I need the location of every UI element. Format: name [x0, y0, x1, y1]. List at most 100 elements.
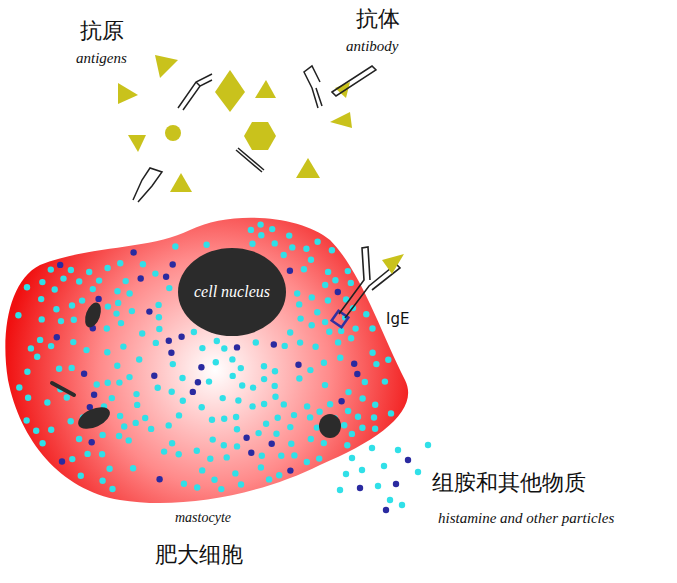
granules: [15, 221, 394, 492]
granule: [261, 376, 267, 382]
granule: [291, 412, 297, 418]
granule: [288, 441, 294, 447]
granule: [133, 420, 139, 426]
antigen: [382, 254, 404, 274]
mast-cell-body: [5, 218, 408, 503]
granule: [152, 270, 158, 276]
granule: [129, 308, 135, 314]
granule: [116, 433, 122, 439]
granule: [388, 410, 394, 416]
granule: [213, 359, 219, 365]
granule: [24, 369, 30, 375]
granule: [296, 301, 302, 307]
granule: [355, 414, 361, 420]
granule: [304, 459, 310, 465]
granule: [191, 329, 197, 335]
granule: [155, 385, 161, 391]
organelle: [75, 403, 113, 434]
granule: [294, 290, 300, 296]
granule: [130, 465, 136, 471]
granule: [120, 343, 126, 349]
granule: [48, 343, 54, 349]
granule: [272, 368, 278, 374]
granule: [126, 290, 132, 296]
granule: [316, 409, 322, 415]
granule: [235, 397, 241, 403]
granule: [104, 265, 110, 271]
granule: [70, 339, 76, 345]
antibody-label-en: antibody: [346, 38, 399, 55]
granule: [57, 262, 63, 268]
granule: [168, 350, 174, 356]
granule: [291, 452, 297, 458]
granule: [69, 365, 75, 371]
granule: [322, 319, 328, 325]
granule: [341, 422, 347, 428]
antibody-label-zh: 抗体: [356, 4, 400, 34]
granule: [166, 285, 172, 291]
granule: [338, 398, 344, 404]
granule: [126, 437, 132, 443]
granule: [39, 440, 45, 446]
granule: [272, 394, 278, 400]
granule: [194, 484, 200, 490]
granule: [148, 426, 154, 432]
granule: [153, 340, 159, 346]
granule: [345, 408, 351, 414]
antigen-label-zh: 抗原: [80, 16, 124, 46]
granule: [349, 431, 355, 437]
granule: [28, 345, 34, 351]
granule: [269, 441, 275, 447]
granule: [352, 325, 358, 331]
granule: [190, 389, 196, 395]
granule: [289, 244, 295, 250]
granule: [362, 379, 368, 385]
granule: [142, 415, 148, 421]
granule: [287, 268, 293, 274]
granule: [91, 392, 97, 398]
granule: [297, 339, 303, 345]
granule: [335, 289, 341, 295]
granule: [37, 337, 43, 343]
granule: [220, 395, 226, 401]
granule: [64, 394, 70, 400]
granule: [195, 379, 201, 385]
granule: [140, 261, 146, 267]
granule: [44, 399, 50, 405]
granule: [133, 391, 139, 397]
granule: [229, 356, 235, 362]
granule: [382, 378, 388, 384]
granule: [178, 334, 184, 340]
mast-cell: mastocyte肥大细胞cell nucleus: [0, 210, 430, 575]
granule: [78, 473, 84, 479]
granule: [68, 418, 74, 424]
granule: [234, 426, 240, 432]
granule: [230, 373, 236, 379]
granule: [169, 440, 175, 446]
granule: [81, 371, 87, 377]
granule: [238, 481, 244, 487]
granule: [16, 384, 22, 390]
granule: [39, 279, 45, 285]
granule: [181, 481, 187, 487]
granule: [156, 314, 162, 320]
granule: [199, 345, 205, 351]
granule: [84, 451, 90, 457]
granule: [166, 422, 172, 428]
granule: [106, 466, 112, 472]
granule: [308, 436, 314, 442]
granule: [239, 382, 245, 388]
granule: [335, 339, 341, 345]
granule: [69, 302, 75, 308]
granule: [99, 432, 105, 438]
granule: [295, 362, 301, 368]
organelle: [82, 300, 104, 329]
granule: [263, 421, 269, 427]
granule: [33, 428, 39, 434]
granule: [354, 371, 360, 377]
granule: [48, 266, 54, 272]
granule: [232, 470, 238, 476]
granule: [86, 269, 92, 275]
granule: [273, 431, 279, 437]
granule: [238, 365, 244, 371]
